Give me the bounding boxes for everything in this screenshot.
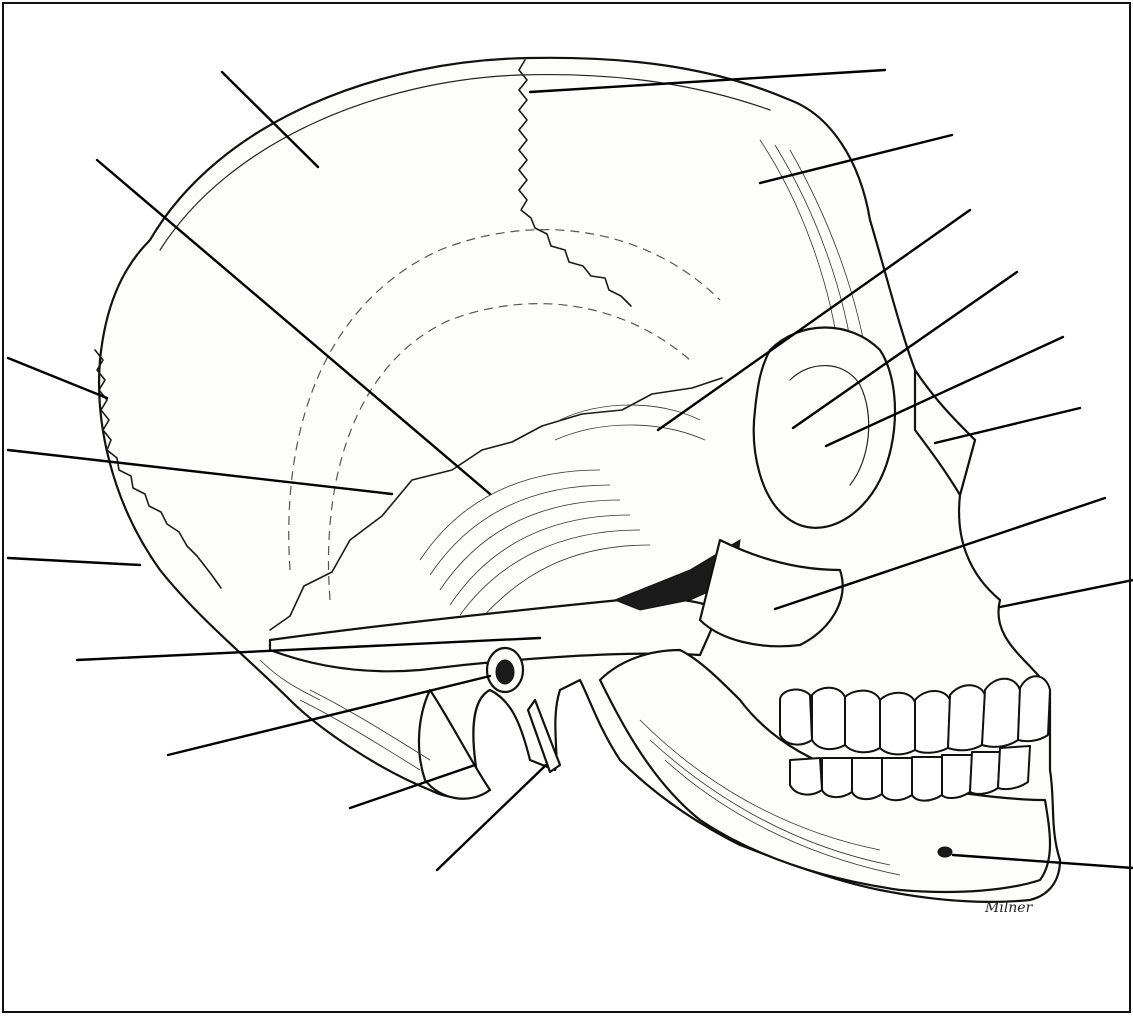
skull-diagram: Milner <box>0 0 1133 1015</box>
figure-border <box>2 2 1131 1013</box>
